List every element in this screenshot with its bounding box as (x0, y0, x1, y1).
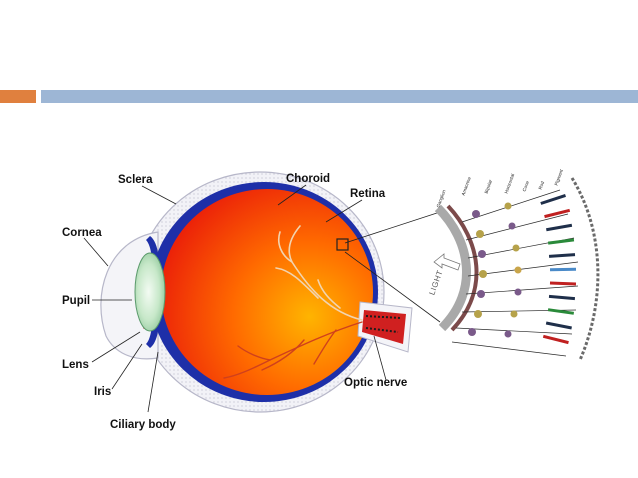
inset-cell-label: Amacrine (461, 176, 472, 196)
inset-cell-label: Rod (538, 180, 546, 190)
light-label: LIGHT (427, 269, 444, 297)
label-sclera: Sclera (118, 174, 153, 186)
slide-accent-bar-blue (41, 90, 638, 103)
label-ciliary-body: Ciliary body (110, 419, 176, 431)
label-choroid: Choroid (286, 173, 330, 185)
label-retina: Retina (350, 188, 386, 200)
retina-cell-inset: LIGHT Ganglion Amacrine Bipolar Horizont… (427, 168, 600, 361)
label-cornea: Cornea (62, 227, 102, 239)
inset-cell-label: Horizontal (504, 173, 516, 194)
inset-cell-label: Bipolar (484, 179, 494, 195)
slide-accent-bar-orange (0, 90, 36, 103)
light-arrow-icon (433, 253, 461, 271)
inset-cell-label: Pigment (554, 168, 565, 186)
eyeball (100, 171, 413, 413)
inset-cell-label: Ganglion (436, 189, 447, 208)
inset-cell-label: Cone (522, 180, 531, 192)
callout-lines (83, 184, 441, 413)
inset-marker-box (336, 238, 349, 251)
label-pupil: Pupil (62, 295, 90, 307)
label-iris: Iris (94, 386, 111, 398)
label-lens: Lens (62, 359, 89, 371)
label-optic-nerve: Optic nerve (344, 377, 407, 389)
